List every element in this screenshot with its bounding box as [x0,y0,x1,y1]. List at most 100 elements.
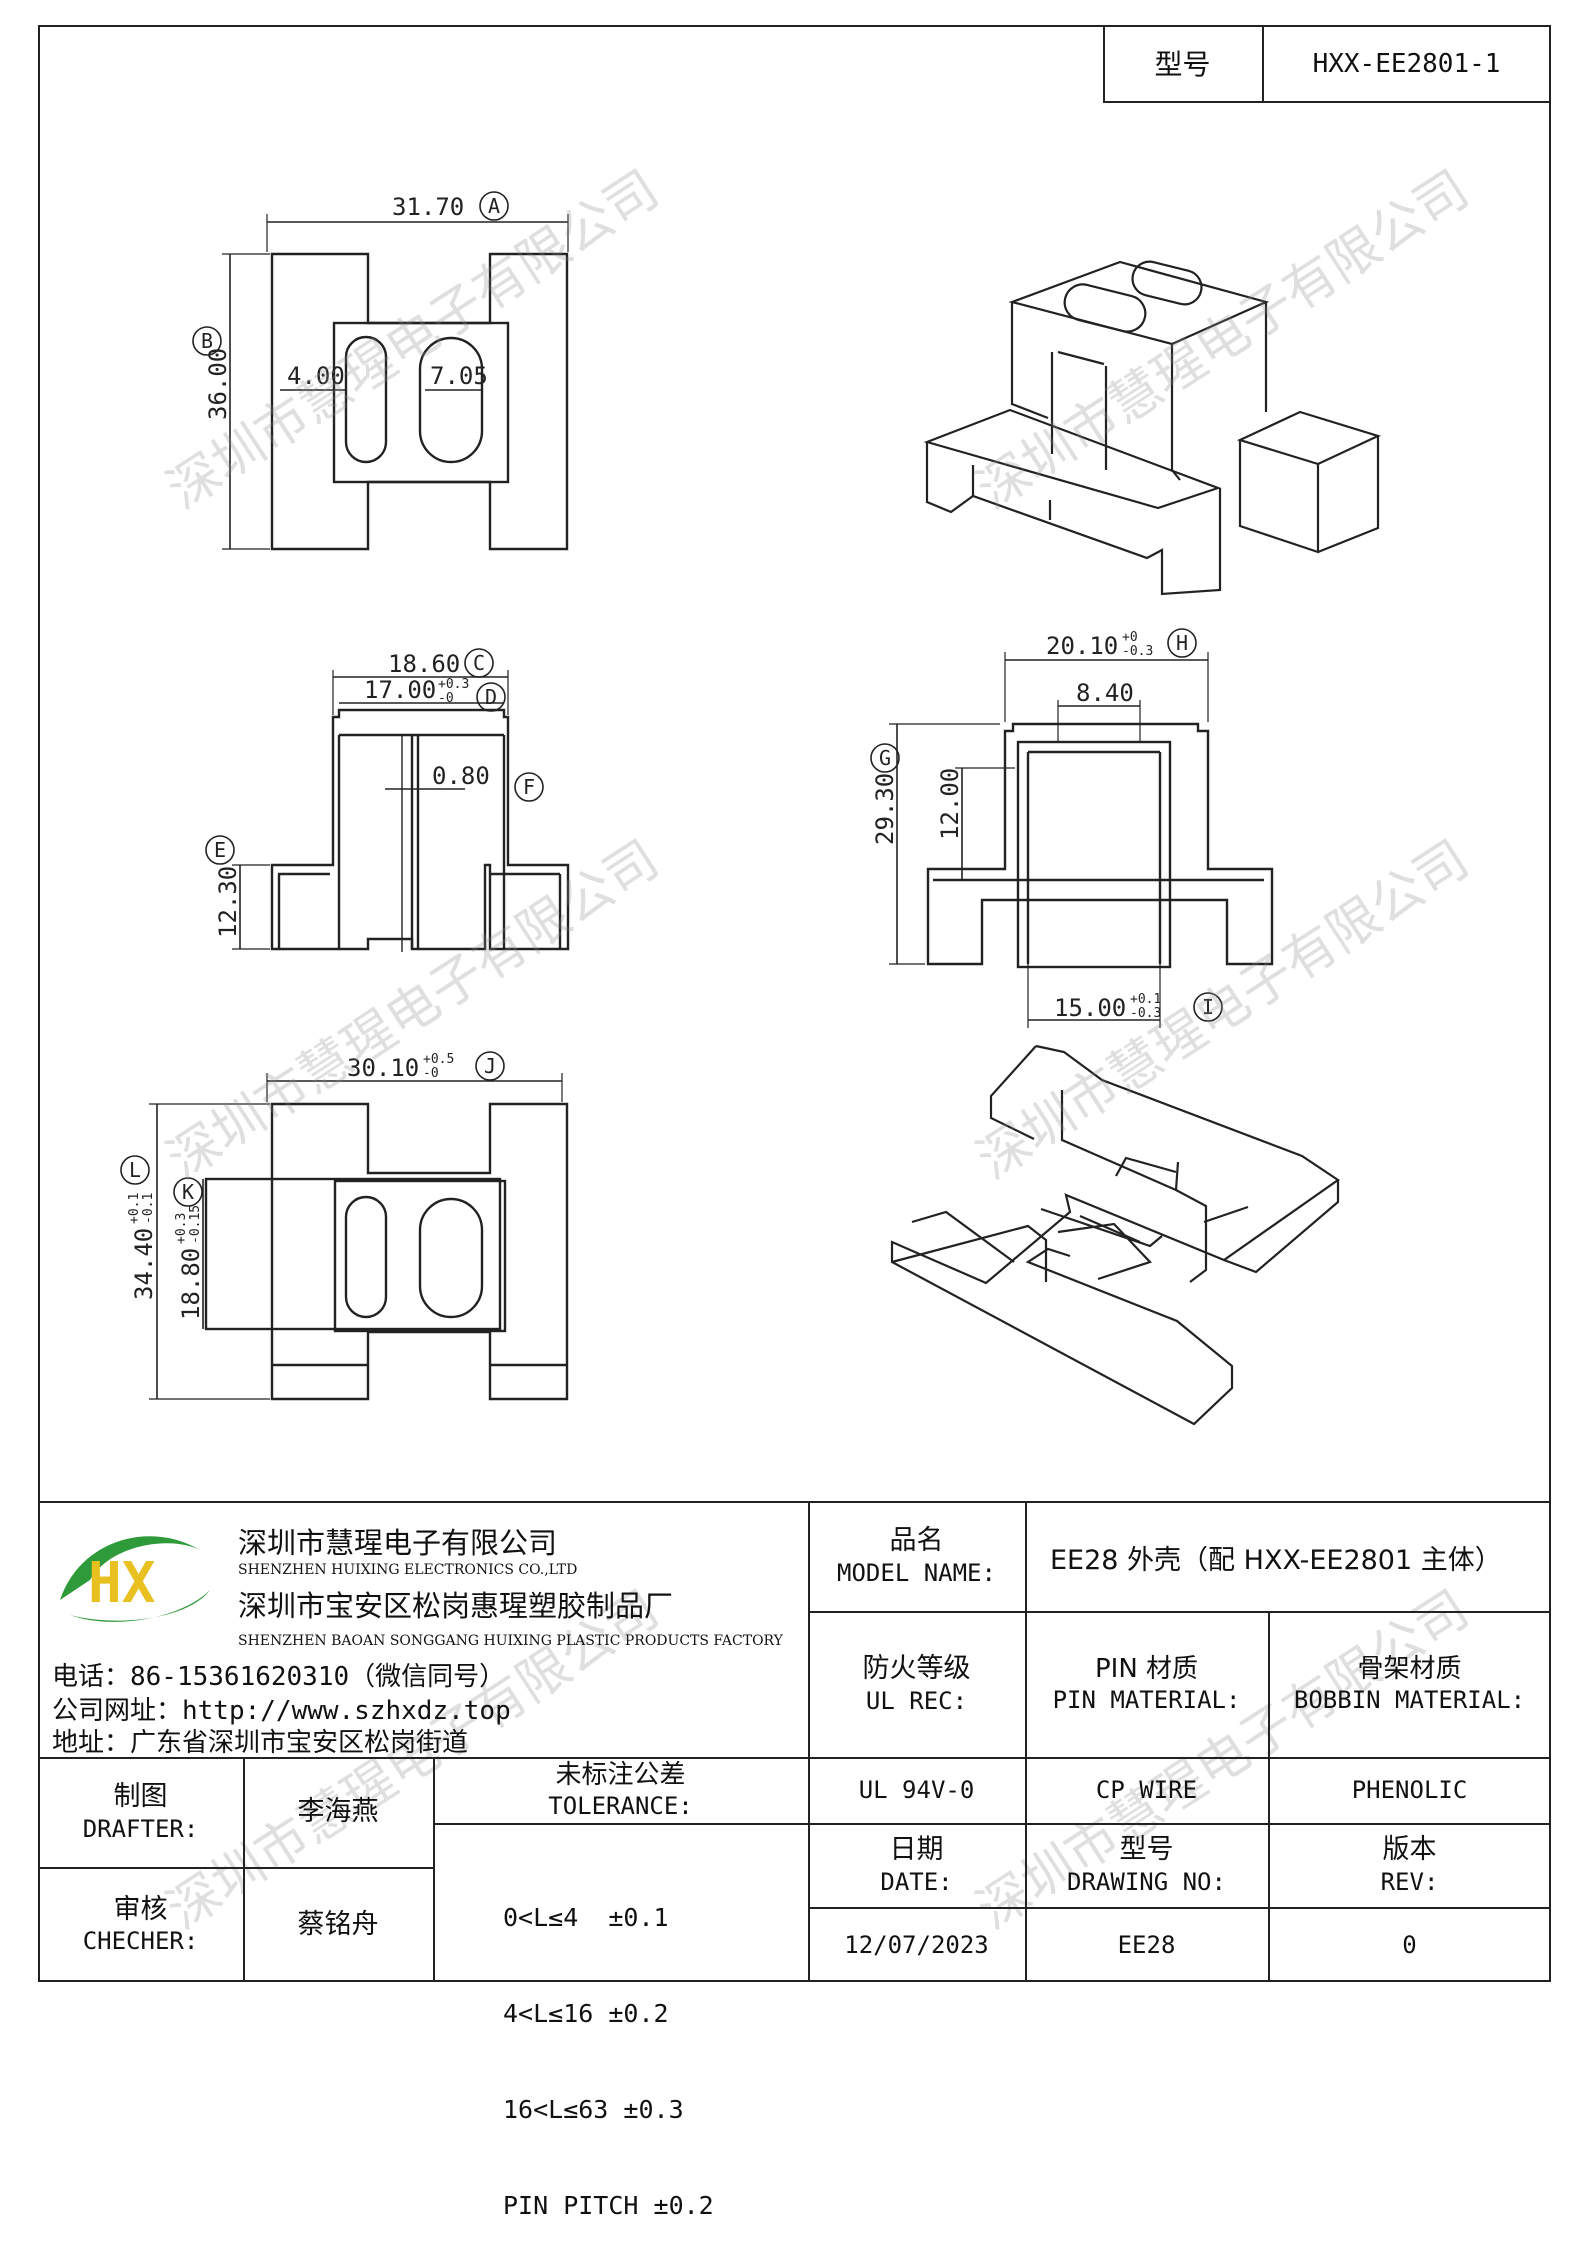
drawing-no-header: 型号 DRAWING NO: [1025,1823,1268,1907]
dim-slot-width: 4.00 [287,362,345,390]
checker-en: CHECHER: [82,1927,199,1956]
callout-F: F [523,775,535,799]
callout-G: G [879,746,891,770]
drafter-en: DRAFTER: [82,1814,199,1843]
company-phone: 电话：86-15361620310（微信同号） [52,1662,506,1692]
callout-A: A [488,194,500,218]
isometric-bottom-view [890,1044,1340,1426]
drawing-no-cn: 型号 [1119,1834,1174,1866]
drawing-no-en: DRAWING NO: [1067,1867,1226,1896]
ul-rec-en: UL REC: [865,1686,968,1715]
pin-material-en: PIN MATERIAL: [1052,1686,1241,1715]
dim-D-value: 17.00 [364,676,436,704]
tolerance-cn: 未标注公差 [555,1759,686,1790]
pin-material-header: PIN 材质 PIN MATERIAL: [1025,1611,1268,1757]
tolerance-line: PIN PITCH ±0.2 [503,2191,714,2220]
dim-J-tol-upper: +0.5 [423,1052,454,1067]
front-view [232,670,570,952]
callout-D: D [485,685,497,709]
dim-H-tol-lower: -0.3 [1122,644,1153,659]
date-header: 日期 DATE: [808,1823,1025,1907]
dim-I-value: 15.00 [1054,994,1126,1022]
tolerance-line: 0<L≤4 ±0.1 [503,1903,669,1932]
model-header-label: 型号 [1154,47,1211,81]
tolerance-list: 0<L≤4 ±0.1 4<L≤16 ±0.2 16<L≤63 ±0.3 PIN … [503,1838,714,2254]
rev-cn: 版本 [1382,1834,1437,1866]
callout-I: I [1202,995,1214,1019]
company-name-cn: 深圳市慧瑆电子有限公司 [238,1526,558,1560]
pin-material-value: CP WIRE [1095,1776,1198,1804]
company-name-en: SHENZHEN HUIXING ELECTRONICS CO.,LTD [238,1562,578,1578]
dim-inner-height: 12.00 [936,768,964,840]
dim-B-value: 36.00 [204,348,232,420]
model-header-value: HXX-EE2801-1 [1312,48,1501,79]
dim-K-tol-lower: -0.15 [188,1205,203,1244]
ul-rec-header: 防火等级 UL REC: [808,1611,1025,1757]
logo-text: HX [88,1551,155,1616]
dim-D-tol-upper: +0.3 [438,677,469,692]
date-en: DATE: [880,1867,953,1896]
bobbin-material-en: BOBBIN MATERIAL: [1293,1686,1526,1715]
dim-G-value: 29.30 [871,773,899,845]
drawing-no-value: EE28 [1117,1930,1176,1959]
bobbin-material-cn: 骨架材质 [1357,1653,1462,1684]
drafter-label: 制图 DRAFTER: [38,1757,243,1867]
top-view [222,214,569,551]
dim-I-tol-upper: +0.1 [1130,992,1161,1007]
dim-J-tol-lower: -0 [423,1066,439,1081]
dim-D-tol-lower: -0 [438,691,454,706]
dim-E-value: 12.30 [214,866,242,938]
dim-I-tol-lower: -0.3 [1130,1006,1161,1021]
date-value: 12/07/2023 [844,1930,989,1959]
tolerance-line: 4<L≤16 ±0.2 [503,1999,669,2028]
company-website: 公司网址：http://www.szhxdz.top [52,1696,511,1726]
callout-E: E [214,838,226,862]
rev-header: 版本 REV: [1268,1823,1551,1907]
checker-label: 审核 CHECHER: [38,1867,243,1982]
dim-slot-width-2: 7.05 [430,362,488,390]
dim-L-tol-lower: -0.1 [141,1193,156,1224]
callout-B: B [201,329,213,353]
dim-C-value: 18.60 [388,650,460,678]
dim-K-tol-upper: +0.3 [174,1213,189,1244]
pin-material-cn: PIN 材质 [1094,1653,1199,1684]
bobbin-material-header: 骨架材质 BOBBIN MATERIAL: [1268,1611,1551,1757]
isometric-top-view [923,260,1382,596]
dim-J-value: 30.10 [347,1054,419,1082]
dim-K-value: 18.80 [177,1248,205,1320]
rev-en: REV: [1380,1867,1439,1896]
checker-cn: 审核 [113,1893,168,1925]
model-name-header: 品名 MODEL NAME: [808,1501,1025,1611]
callout-K: K [182,1180,194,1204]
callout-C: C [473,651,485,675]
technical-drawings: 31.70 36.00 4.00 7.05 18.60 17.00 +0.3 -… [120,191,1382,1426]
dim-F-value: 0.80 [432,762,490,790]
tolerance-en: TOLERANCE: [548,1792,693,1821]
callout-L: L [129,1158,141,1182]
drawing-frame [38,25,1551,1982]
callout-J: J [484,1054,496,1078]
model-name-value: EE28 外壳（配 HXX-EE2801 主体） [1050,1545,1502,1576]
dim-L-tol-upper: +0.1 [127,1193,142,1224]
rev-value: 0 [1402,1930,1417,1959]
dim-H-value: 20.10 [1046,632,1118,660]
dim-inner-width: 8.40 [1076,679,1134,707]
drafter-cn: 制图 [113,1781,168,1813]
drafter-name: 李海燕 [297,1796,379,1828]
company-address: 地址：广东省深圳市宝安区松岗街道 [52,1728,469,1758]
company-logo: HX [60,1536,210,1622]
callout-H: H [1176,631,1188,655]
checker-name: 蔡铭舟 [297,1908,379,1940]
dim-A-value: 31.70 [392,193,464,221]
ul-rec-value: UL 94V-0 [858,1776,975,1804]
bobbin-material-value: PHENOLIC [1351,1776,1468,1804]
model-name-cn: 品名 [889,1525,944,1557]
dim-L-value: 34.40 [130,1228,158,1300]
factory-name-en: SHENZHEN BAOAN SONGGANG HUIXING PLASTIC … [238,1633,783,1649]
dim-H-tol-upper: +0 [1122,630,1138,645]
factory-name-cn: 深圳市宝安区松岗惠瑆塑胶制品厂 [238,1589,674,1623]
model-name-en: MODEL NAME: [837,1558,996,1587]
date-cn: 日期 [889,1834,944,1866]
tolerance-header: 未标注公差 TOLERANCE: [433,1757,808,1823]
bottom-view [149,1073,569,1401]
